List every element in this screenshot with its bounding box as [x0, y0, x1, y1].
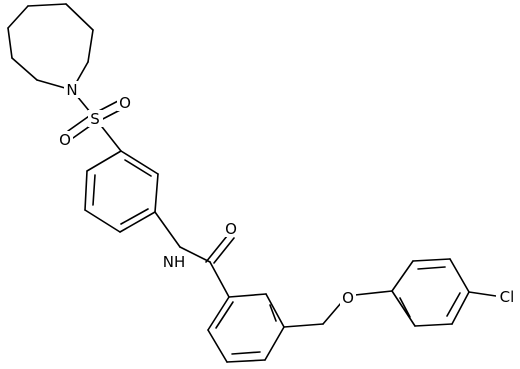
bond: [269, 304, 277, 322]
bond: [27, 3, 67, 7]
bond: [86, 150, 122, 172]
bond: [205, 235, 228, 263]
atom-label-nh: NH: [163, 253, 186, 271]
bond: [264, 326, 285, 361]
atom-label-cl: Cl: [500, 288, 515, 306]
bond: [446, 292, 461, 317]
bond: [207, 329, 228, 363]
atom-label-o-sulfonyl-upper: O: [119, 94, 131, 112]
bond: [87, 29, 94, 63]
bond: [226, 359, 266, 363]
bond: [322, 302, 342, 325]
bond: [283, 323, 324, 328]
bond: [215, 301, 234, 329]
bond: [391, 260, 414, 292]
atom-label-o-sulfonyl-lower: O: [59, 131, 71, 149]
bond: [399, 297, 411, 318]
bond: [120, 208, 149, 225]
bond: [92, 174, 96, 206]
bond: [120, 150, 159, 175]
bond: [65, 3, 94, 31]
bond: [231, 351, 261, 355]
bond: [154, 211, 181, 248]
bond: [154, 173, 159, 213]
bond: [449, 258, 470, 293]
atom-label-s: S: [90, 110, 100, 128]
bond: [7, 5, 29, 29]
bond: [209, 261, 230, 298]
bond: [84, 170, 88, 211]
bond: [207, 296, 230, 331]
bond: [119, 211, 156, 233]
bond: [468, 291, 497, 297]
bond: [84, 209, 121, 233]
bond: [11, 57, 38, 81]
bond: [7, 27, 13, 59]
bond: [124, 159, 152, 177]
bond: [265, 293, 285, 328]
bond: [179, 246, 211, 263]
atom-label-n-ring: N: [66, 81, 77, 99]
bond: [228, 293, 267, 298]
bond: [414, 323, 453, 327]
bond-lines: [7, 3, 497, 363]
bond: [391, 290, 416, 327]
bond: [412, 258, 451, 262]
bond: [213, 237, 235, 264]
atom-labels: N S O O NH O O Cl: [57, 81, 518, 307]
atom-label-o-ether: O: [342, 289, 354, 307]
bond: [354, 290, 393, 296]
bond: [451, 291, 470, 325]
bond: [417, 266, 446, 270]
atom-label-o-amide: O: [225, 220, 237, 238]
